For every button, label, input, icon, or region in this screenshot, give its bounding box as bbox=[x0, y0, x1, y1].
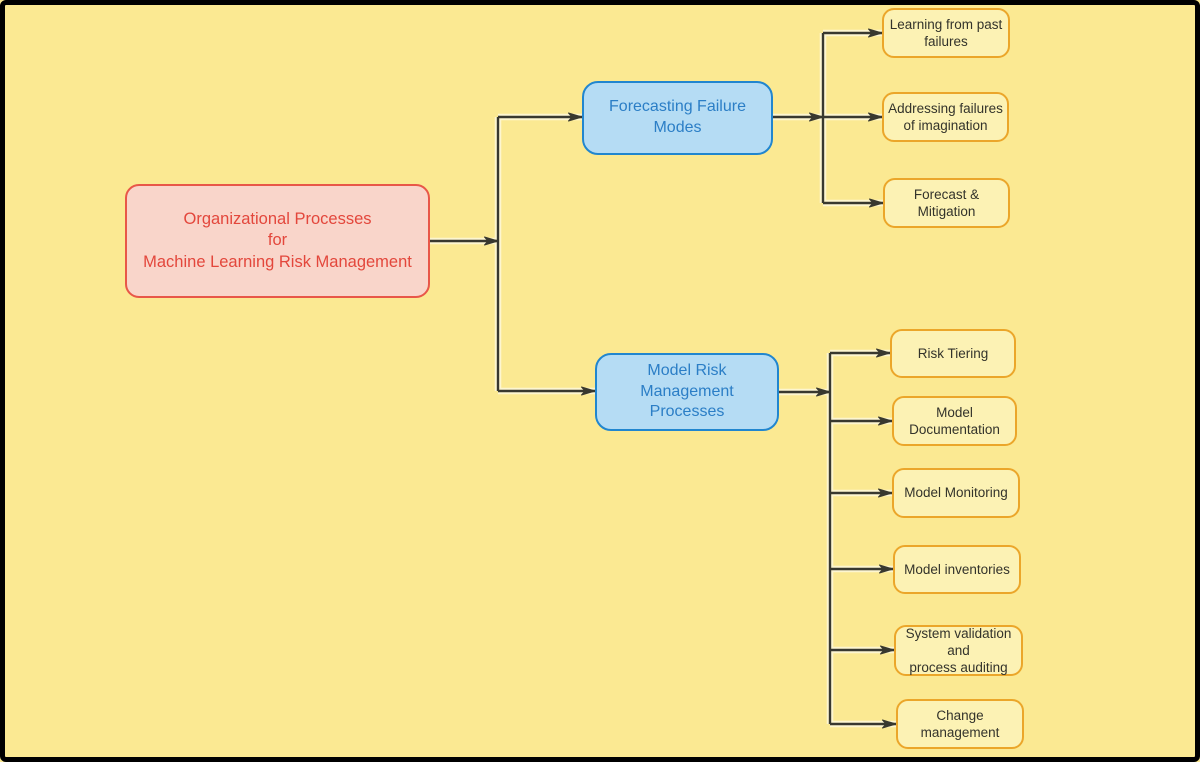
node-model-monitoring: Model Monitoring bbox=[892, 468, 1020, 518]
node-change-management: Change management bbox=[896, 699, 1024, 749]
node-model-risk-management-processes: Model Risk Management Processes bbox=[595, 353, 779, 431]
node-system-validation-process-auditing: System validation and process auditing bbox=[894, 625, 1023, 676]
node-root-organizational-processes: Organizational Processes for Machine Lea… bbox=[125, 184, 430, 298]
node-forecasting-failure-modes: Forecasting Failure Modes bbox=[582, 81, 773, 155]
node-model-inventories: Model inventories bbox=[893, 545, 1021, 594]
node-model-documentation: Model Documentation bbox=[892, 396, 1017, 446]
node-forecast-and-mitigation: Forecast & Mitigation bbox=[883, 178, 1010, 228]
node-risk-tiering: Risk Tiering bbox=[890, 329, 1016, 378]
node-learning-from-past-failures: Learning from past failures bbox=[882, 8, 1010, 58]
node-addressing-failures-of-imagination: Addressing failures of imagination bbox=[882, 92, 1009, 142]
